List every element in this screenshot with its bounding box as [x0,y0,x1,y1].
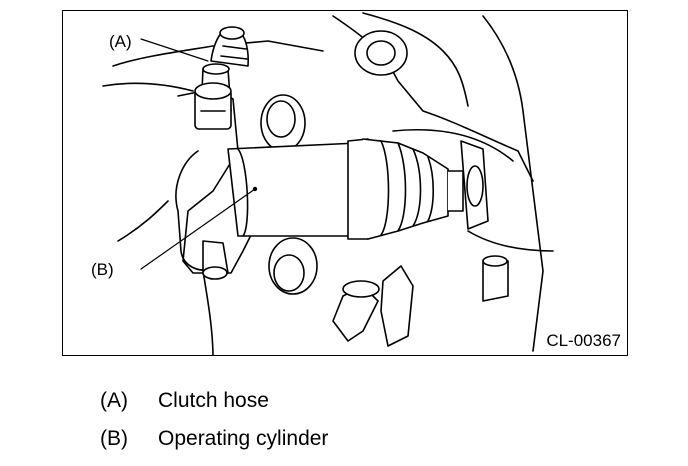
callout-a: (A) [109,32,132,51]
legend-tag-b: (B) [100,427,128,450]
legend-text-b: Operating cylinder [158,427,329,450]
operating-cylinder-illustration [102,12,554,355]
figure-id-label: CL-00367 [546,331,621,350]
callout-b: (B) [91,260,114,279]
legend-tag-a: (A) [100,389,128,412]
legend-item-a: (A) Clutch hose [100,390,269,411]
legend-item-b: (B) Operating cylinder [100,428,328,449]
legend-text-a: Clutch hose [158,389,269,412]
diagram-frame: (A) (B) CL-00367 [62,10,628,356]
